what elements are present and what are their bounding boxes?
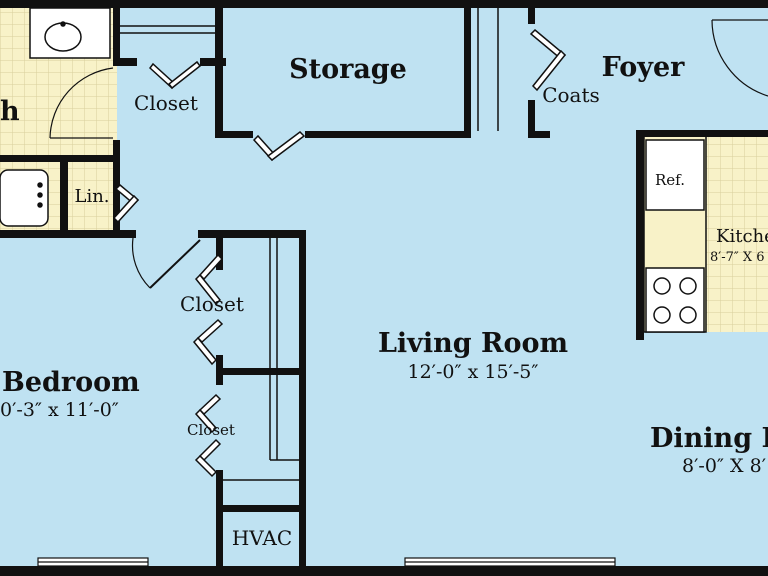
refrigerator [645,139,705,211]
linen-label: Lin. [74,186,109,207]
kitchen-fixtures [645,139,705,333]
bedroom-label: Bedroom [2,367,140,398]
bedroom-dimensions: 0′-3″ x 11′-0″ [0,399,119,421]
kitchen-tile-floor [705,136,768,332]
range [645,267,705,333]
closet-mid-label: Closet [180,292,244,316]
coats-label: Coats [542,83,600,107]
foyer-label: Foyer [602,52,686,83]
dining-dimensions: 8′-0″ X 8′ [682,455,766,477]
kitchen-dimensions: 8′-7″ X 6 [710,250,765,265]
bath-fixtures [0,7,111,227]
closet-top-label: Closet [134,91,198,115]
bathtub [0,169,49,227]
closet-low-label: Closet [187,421,235,439]
living-room-label: Living Room [378,328,568,359]
sink-basin [44,22,82,52]
hvac-label: HVAC [232,526,292,550]
storage-label: Storage [289,54,407,85]
dining-label: Dining R [650,423,768,454]
bath-label: h [0,96,20,127]
living-room-dimensions: 12′-0″ x 15′-5″ [408,361,539,383]
swing-doors [49,19,768,289]
windows [37,557,616,567]
kitchen-label: Kitche [716,226,768,247]
bifold-doors [112,28,567,478]
closet-shelves [120,8,499,481]
refrigerator-label: Ref. [655,171,685,189]
